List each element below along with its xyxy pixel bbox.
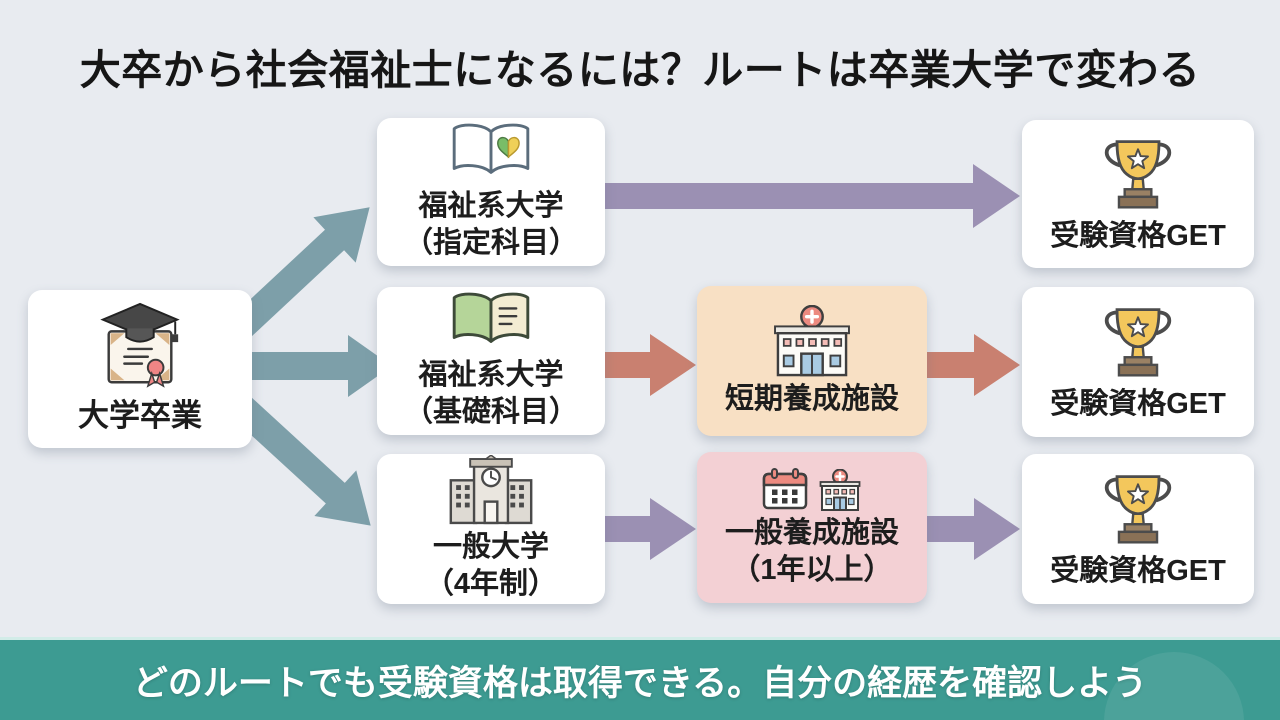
trophy-star-icon (1104, 139, 1172, 209)
open-book-heart-icon (452, 124, 530, 175)
green-textbook-icon (452, 293, 530, 344)
university-label: 一般大学 （4年制） (425, 529, 557, 602)
calendar-icon (762, 467, 808, 510)
university-label-line2: （指定科目） (403, 227, 578, 259)
facility-label: 一般養成施設 （1年以上） (725, 515, 899, 588)
start-label: 大学卒業 (78, 398, 202, 434)
university-label-line2: （基礎科目） (403, 396, 578, 428)
branch-arrow-up-icon (228, 207, 370, 341)
route2-arrow-a-icon (598, 334, 696, 396)
card-general-university: 一般大学 （4年制） (377, 454, 605, 604)
university-label-line2: （4年制） (424, 568, 558, 600)
result-label: 受験資格GET (1050, 554, 1226, 587)
card-exam-eligibility-2: 受験資格GET (1022, 287, 1254, 437)
training-facility-building-icon (774, 304, 850, 377)
trophy-star-icon (1104, 307, 1172, 377)
route1-arrow-icon (600, 164, 1020, 228)
route2-arrow-b-icon (925, 334, 1020, 396)
trophy-star-icon (1104, 474, 1172, 544)
training-facility-building-icon (819, 468, 861, 511)
card-exam-eligibility-3: 受験資格GET (1022, 454, 1254, 604)
facility-label-line1: 一般養成施設 (724, 516, 899, 549)
branch-arrow-down-icon (228, 393, 371, 526)
diploma-graduation-cap-icon (100, 303, 180, 389)
facility-label-line1: 短期養成施設 (724, 382, 899, 415)
card-general-training-facility: 一般養成施設 （1年以上） (697, 452, 927, 603)
card-exam-eligibility-1: 受験資格GET (1022, 120, 1254, 268)
school-building-clock-icon (449, 455, 533, 525)
branch-arrow-middle-icon (246, 335, 392, 397)
card-welfare-university-basic: 福祉系大学 （基礎科目） (377, 287, 605, 435)
card-short-term-training-facility: 短期養成施設 (697, 286, 927, 436)
university-label: 福祉系大学 （基礎科目） (404, 357, 578, 430)
route3-arrow-a-icon (598, 498, 696, 560)
result-label: 受験資格GET (1050, 387, 1226, 420)
route3-arrow-b-icon (925, 498, 1020, 560)
card-university-graduation: 大学卒業 (28, 290, 252, 448)
facility-label-line2: （1年以上） (731, 553, 893, 586)
university-label-line1: 福祉系大学 (418, 359, 564, 392)
footer-banner: どのルートでも受験資格は取得できる。自分の経歴を確認しよう (0, 637, 1280, 720)
footer-message: どのルートでも受験資格は取得できる。自分の経歴を確認しよう (132, 663, 1148, 703)
university-label: 福祉系大学 （指定科目） (404, 188, 578, 261)
page-title: 大卒から社会福祉士になるには？ルートは卒業大学で変わる (79, 47, 1201, 93)
university-label-line1: 一般大学 (432, 531, 549, 564)
facility-label: 短期養成施設 (725, 381, 899, 418)
result-label: 受験資格GET (1050, 219, 1226, 252)
facility-icon-row (762, 467, 862, 511)
card-welfare-university-designated: 福祉系大学 （指定科目） (377, 118, 605, 266)
university-label-line1: 福祉系大学 (418, 190, 564, 223)
